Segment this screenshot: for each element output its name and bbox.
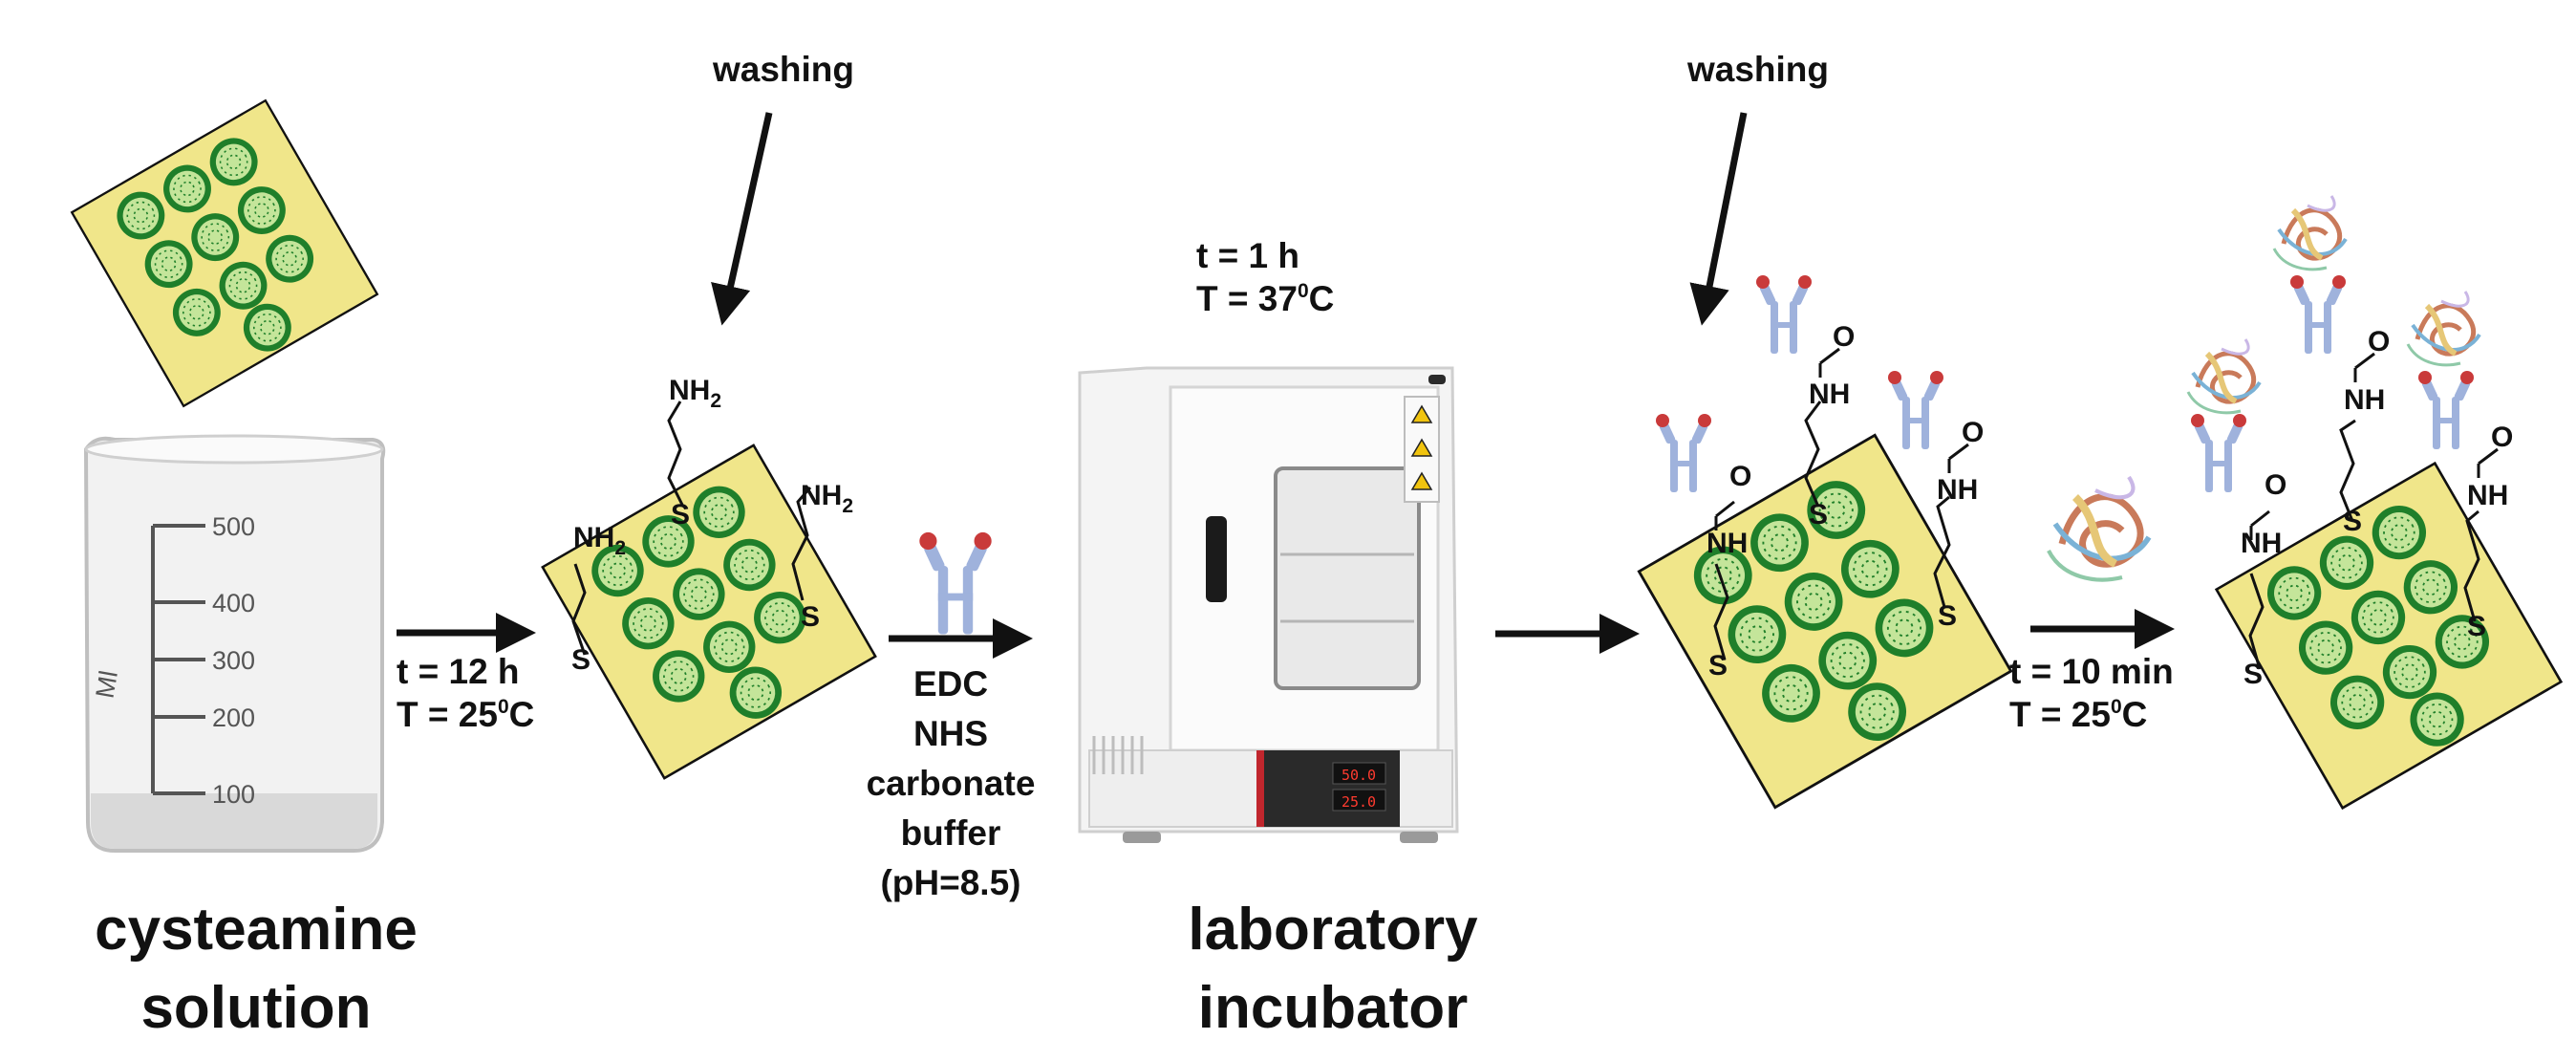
- step1-temp-unit: C: [509, 695, 535, 734]
- s-label: S: [571, 644, 590, 676]
- o-label: O: [1833, 321, 1855, 353]
- beaker-tick-200: 200: [212, 704, 255, 732]
- s-label: S: [1708, 650, 1728, 682]
- antibody-icon: [1656, 414, 1711, 492]
- reagent-edc: EDC: [913, 664, 988, 704]
- o-label: O: [2368, 326, 2390, 357]
- top-chip-icon: [72, 100, 377, 406]
- step4-time: t = 10 min: [2009, 652, 2174, 691]
- step1-temp-prefix: T = 25: [397, 695, 498, 734]
- linker-group: [571, 401, 812, 656]
- incubator-temp-prefix: T = 37: [1196, 279, 1298, 318]
- nh-label: NH: [1809, 379, 1850, 410]
- step4-temp-unit: C: [2122, 695, 2148, 734]
- step4-temp-sup: 0: [2111, 696, 2122, 718]
- incubator-icon: 50.0 25.0: [1078, 366, 1459, 843]
- nh-label: NH: [1937, 474, 1978, 506]
- s-label: S: [2343, 506, 2362, 537]
- incubator-temp-sup: 0: [1298, 280, 1309, 302]
- arrow-icon: [1689, 112, 1748, 326]
- s-label: S: [1938, 600, 1957, 632]
- reagent-ph: (pH=8.5): [880, 863, 1020, 902]
- nh2-label: NH2: [573, 522, 626, 559]
- protein-icon: [2049, 477, 2149, 580]
- antibody-icon: [2290, 275, 2346, 354]
- step4-temp: T = 250C: [2009, 695, 2147, 734]
- protein-icon: [2274, 196, 2346, 270]
- s-label: S: [2243, 659, 2263, 690]
- o-label: O: [1729, 461, 1751, 492]
- o-label: O: [2491, 422, 2513, 453]
- incubator-display-top: 50.0: [1342, 767, 1376, 784]
- s-label: S: [1809, 499, 1828, 530]
- nh2-label: NH2: [801, 480, 853, 517]
- washing-label-1: washing: [712, 50, 854, 89]
- step1-temp-sup: 0: [498, 696, 509, 718]
- beaker-side-mark: Ml: [90, 668, 122, 700]
- incubator-display-bottom: 25.0: [1342, 793, 1376, 811]
- nh-label: NH: [2467, 480, 2508, 511]
- reagent-carbonate: carbonate: [867, 764, 1036, 803]
- arrow-icon: [711, 112, 773, 326]
- beaker-tick-100: 100: [212, 780, 255, 809]
- incubator-label-line1: laboratory: [1188, 897, 1478, 963]
- cysteamine-label-line2: solution: [140, 975, 371, 1041]
- step1-time: t = 12 h: [397, 652, 520, 691]
- incubator-temp: T = 370C: [1196, 279, 1334, 318]
- reagent-buffer: buffer: [901, 813, 1001, 853]
- s-label: S: [671, 499, 690, 530]
- nh-label: NH: [1707, 528, 1748, 559]
- linker-group: [2248, 352, 2499, 670]
- nh-label: NH: [2344, 384, 2385, 416]
- cysteamine-label-line1: cysteamine: [95, 897, 418, 963]
- incubator-temp-unit: C: [1309, 279, 1335, 318]
- beaker-icon: 500 400 300 200 100 Ml: [83, 434, 386, 853]
- antibody-icon: [1888, 371, 1943, 449]
- o-label: O: [2265, 469, 2286, 501]
- protein-icon: [2188, 339, 2260, 413]
- antibody-icon: [1756, 275, 1812, 354]
- s-label: S: [801, 601, 820, 633]
- step1-temp: T = 250C: [397, 695, 534, 734]
- nh-label: NH: [2241, 528, 2282, 559]
- step4-temp-prefix: T = 25: [2009, 695, 2111, 734]
- o-label: O: [1962, 417, 1984, 448]
- beaker-tick-500: 500: [212, 512, 255, 541]
- protein-icon: [2408, 292, 2479, 365]
- sensor-chip-icon: [2217, 464, 2562, 809]
- antibody-icon: [919, 531, 992, 635]
- reagent-nhs: NHS: [913, 714, 988, 753]
- beaker-tick-400: 400: [212, 589, 255, 617]
- antibody-icon: [2418, 371, 2474, 449]
- nh2-label: NH2: [669, 375, 721, 412]
- linker-group: [1713, 347, 1969, 660]
- incubator-label-line2: incubator: [1198, 975, 1468, 1041]
- incubator-time: t = 1 h: [1196, 236, 1299, 275]
- antibody-icon: [2191, 414, 2246, 492]
- s-label: S: [2467, 611, 2486, 642]
- beaker-tick-300: 300: [212, 646, 255, 675]
- washing-label-2: washing: [1686, 50, 1829, 89]
